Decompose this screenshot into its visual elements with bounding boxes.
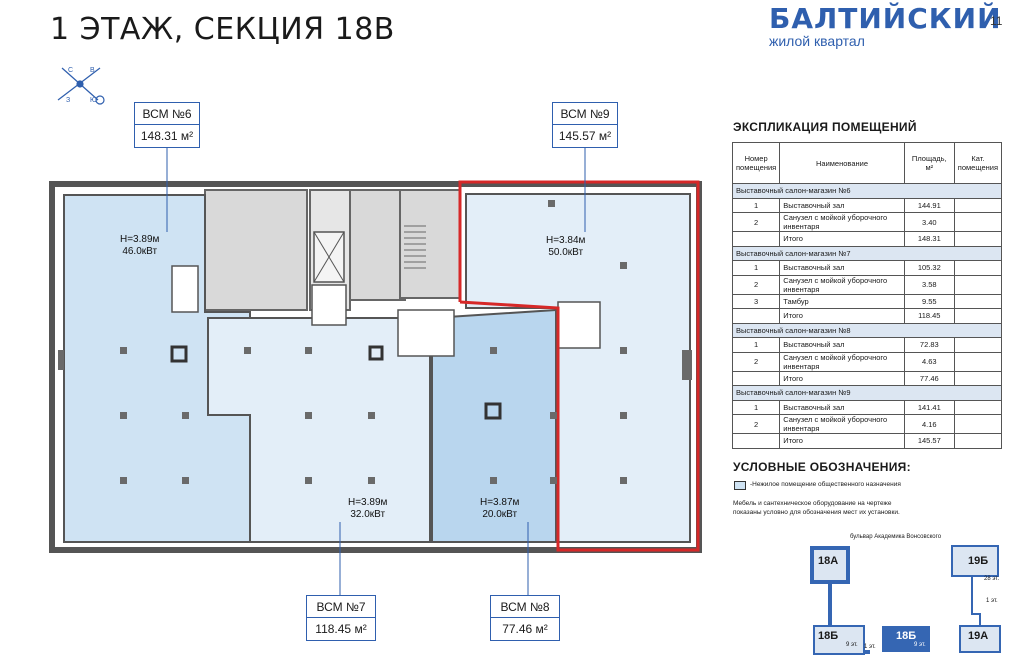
room-height: Н=3.87м <box>480 497 520 508</box>
building-small-label: 1 эт. <box>864 644 876 650</box>
section-row: Выставочный салон-магазин №7 <box>732 245 1002 261</box>
explication-title: ЭКСПЛИКАЦИЯ ПОМЕЩЕНИЙ <box>733 120 917 134</box>
unit-6-bathroom <box>171 265 199 313</box>
callout-unit-7: ВСМ №7 118.45 м² <box>306 595 376 641</box>
core-area-1 <box>204 189 308 311</box>
unit-9-bathroom <box>557 301 601 349</box>
room-label-unit-8: Н=3.87м 20.0кВт <box>480 497 519 521</box>
compass-rose-icon: С В Ю З <box>57 67 105 105</box>
brand-logo: БАЛТИЙСКИЙ жилой квартал <box>769 2 1002 49</box>
callout-area: 77.46 м² <box>502 622 548 636</box>
brand-subtitle: жилой квартал <box>769 33 865 49</box>
building-label: 19Б <box>968 555 989 567</box>
room-label-unit-7: Н=3.89м 32.0кВт <box>348 497 387 521</box>
callout-unit-8: ВСМ №8 77.46 м² <box>490 595 560 641</box>
callout-title: ВСМ №8 <box>491 596 559 618</box>
core-area-4 <box>399 189 461 299</box>
section-row: Выставочный салон-магазин №6 <box>732 183 1002 199</box>
room-height: Н=3.89м <box>348 497 388 508</box>
building-18b <box>882 626 930 652</box>
callout-area: 118.45 м² <box>315 622 367 636</box>
legend-swatch <box>734 481 746 490</box>
shaft-unit-7 <box>368 345 384 361</box>
unit-7-bathroom <box>311 284 347 326</box>
shaft-unit-8 <box>484 402 502 420</box>
callout-area: 148.31 м² <box>140 129 194 143</box>
column-header: Кат. помещения <box>953 142 1003 184</box>
column-header: Площадь, м² <box>903 142 955 184</box>
explication-table: Номер помещения Наименование Площадь, м²… <box>731 142 1003 449</box>
callout-area: 145.57 м² <box>558 129 612 143</box>
building-floors: 28 эт. <box>984 576 1000 582</box>
building-label: 18А <box>818 555 839 567</box>
room-power: 32.0кВт <box>350 509 386 520</box>
legend-note: Мебель и сантехническое оборудование на … <box>733 500 900 516</box>
room-power: 20.0кВт <box>482 509 518 520</box>
room-label-unit-6: Н=3.89м 46.0кВт <box>120 234 159 258</box>
building-label: 18Б <box>896 630 917 642</box>
room-height: Н=3.84м <box>546 235 586 246</box>
building-label: 18Б <box>818 630 839 642</box>
section-row: Выставочный салон-магазин №8 <box>732 322 1002 338</box>
building-label: 19А <box>968 630 989 642</box>
core-area-2 <box>309 189 351 311</box>
column-header: Номер помещения <box>731 142 781 184</box>
room-label-unit-9: Н=3.84м 50.0кВт <box>546 235 585 259</box>
legend-title: УСЛОВНЫЕ ОБОЗНАЧЕНИЯ: <box>733 460 911 474</box>
callout-title: ВСМ №6 <box>135 103 199 125</box>
unit-8-bathroom <box>397 309 455 357</box>
shaft-unit-6 <box>170 345 188 363</box>
building-19a <box>959 625 1001 653</box>
compass-letter-e: В <box>90 67 95 74</box>
callout-title: ВСМ №7 <box>307 596 375 618</box>
street-label: бульвар Академика Вонсовского <box>850 534 942 540</box>
building-floors: 9 эт. <box>914 642 926 648</box>
page-title: 1 ЭТАЖ, СЕКЦИЯ 18В <box>50 12 395 47</box>
stair <box>404 225 426 269</box>
building-floors: 9 эт. <box>846 642 858 648</box>
building-18b-left <box>813 625 865 655</box>
site-map <box>810 545 1001 655</box>
compass-letter-s: Ю <box>90 97 97 104</box>
compass-letter-w: З <box>66 97 70 104</box>
legend-item: -Нежилое помещение общественного назначе… <box>750 481 901 488</box>
callout-title: ВСМ №9 <box>553 103 617 125</box>
room-power: 46.0кВт <box>122 246 158 257</box>
section-row: Выставочный салон-магазин №9 <box>732 385 1002 401</box>
building-19b <box>951 545 999 577</box>
elevator-shaft <box>313 231 345 283</box>
callout-unit-9: ВСМ №9 145.57 м² <box>552 102 618 148</box>
page-number: 11 <box>990 14 1003 28</box>
column-header: Наименование <box>779 142 905 184</box>
brand-name: БАЛТИЙСКИЙ <box>769 2 1002 35</box>
building-small-label: 1 эт. <box>986 598 998 604</box>
room-height: Н=3.89м <box>120 234 160 245</box>
callout-unit-6: ВСМ №6 148.31 м² <box>134 102 200 148</box>
room-power: 50.0кВт <box>548 247 584 258</box>
unit-7 <box>207 317 431 543</box>
floor-plan <box>49 146 702 595</box>
core-area-3 <box>349 189 406 301</box>
compass-letter-n: С <box>68 67 73 74</box>
